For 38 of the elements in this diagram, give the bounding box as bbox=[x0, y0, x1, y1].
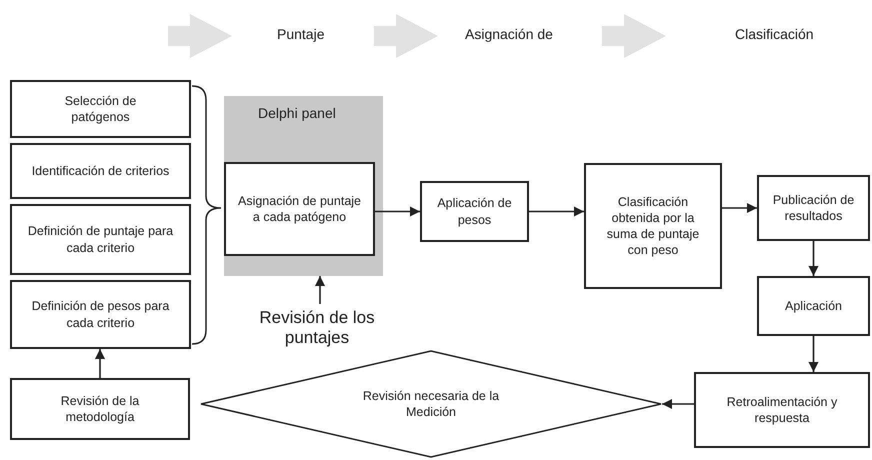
process-box bbox=[10, 143, 191, 199]
process-box bbox=[224, 162, 375, 256]
box-text: Retroalimentación y respuesta bbox=[726, 394, 838, 426]
box-text: Asignación de puntaje a cada patógeno bbox=[237, 192, 362, 226]
arrow bbox=[375, 206, 420, 216]
box-text: Clasificación obtenida por la suma de puntaje con peso bbox=[606, 194, 700, 258]
box-text: Definición de puntaje para cada criterio bbox=[26, 223, 174, 256]
arrow bbox=[808, 241, 818, 276]
process-box bbox=[10, 280, 191, 349]
label-text: Revisión de los puntajes bbox=[258, 308, 376, 348]
header-label: Puntaje bbox=[277, 26, 324, 42]
process-box bbox=[10, 80, 191, 138]
header-label: Clasificación bbox=[735, 26, 814, 42]
process-box bbox=[757, 276, 870, 336]
box-text: Aplicación de pesos bbox=[436, 195, 513, 228]
process-box bbox=[10, 378, 190, 440]
box-text: Selección de patógenos bbox=[64, 92, 138, 126]
box-text: Revisión necesaria de la Medición bbox=[362, 388, 500, 420]
process-box bbox=[584, 163, 722, 289]
process-box bbox=[10, 204, 191, 275]
panel-band bbox=[224, 96, 383, 276]
decision-diamond bbox=[200, 350, 662, 458]
header-label: Asignación de bbox=[465, 26, 553, 42]
arrow bbox=[529, 206, 584, 216]
process-box bbox=[420, 181, 529, 242]
process-box bbox=[757, 175, 870, 241]
arrow bbox=[95, 349, 105, 378]
box-text: Definición de pesos para cada criterio bbox=[30, 298, 170, 331]
arrow bbox=[662, 399, 694, 409]
box-text: Aplicación bbox=[785, 298, 842, 314]
arrow bbox=[808, 336, 818, 372]
arrow bbox=[315, 276, 325, 304]
box-text: Revisión de la metodología bbox=[60, 392, 140, 426]
box-text: Publicación de resultados bbox=[772, 192, 856, 224]
box-text: Identificación de criterios bbox=[32, 162, 170, 180]
process-box bbox=[694, 372, 870, 448]
arrow bbox=[722, 203, 757, 213]
panel-title: Delphi panel bbox=[258, 104, 336, 122]
